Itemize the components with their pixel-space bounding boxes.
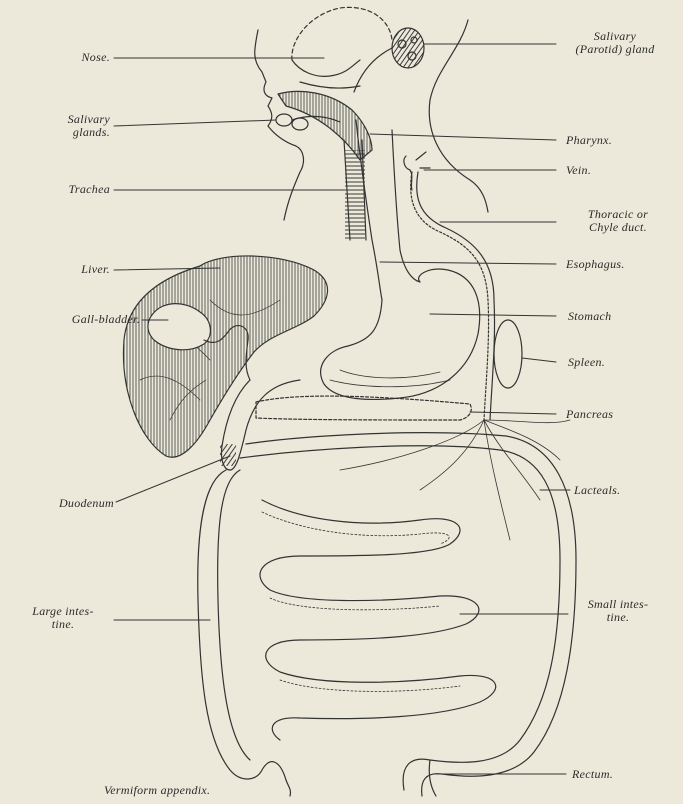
label-salivary-glands-line2: glands.	[30, 126, 110, 139]
small-intestine	[260, 500, 496, 740]
neck-back	[429, 20, 488, 212]
trachea	[344, 140, 366, 240]
label-vein: Vein.	[566, 164, 591, 177]
label-esophagus: Esophagus.	[566, 258, 625, 271]
label-trachea: Trachea	[30, 183, 110, 196]
label-small-intestine-line2: tine.	[566, 611, 670, 624]
label-pancreas: Pancreas	[566, 408, 613, 421]
label-gall-bladder: Gall-bladder.	[4, 313, 140, 326]
label-thoracic-duct: Thoracic or Chyle duct.	[562, 208, 674, 234]
label-salivary-parotid-gland: Salivary (Parotid) gland	[556, 30, 674, 56]
label-rectum: Rectum.	[572, 768, 613, 781]
label-thoracic-duct-line2: Chyle duct.	[562, 221, 674, 234]
label-salivary-glands: Salivary glands.	[30, 113, 110, 139]
nasal-cavity	[292, 7, 392, 60]
label-liver: Liver.	[30, 263, 110, 276]
label-large-intestine-line2: tine.	[18, 618, 108, 631]
spleen	[494, 320, 522, 388]
label-large-intestine: Large intes- tine.	[18, 605, 108, 631]
label-spleen: Spleen.	[568, 356, 605, 369]
label-lacteals: Lacteals.	[574, 484, 620, 497]
label-duodenum: Duodenum	[20, 497, 114, 510]
label-small-intestine: Small intes- tine.	[566, 598, 670, 624]
parotid-gland	[354, 28, 424, 92]
label-pharynx: Pharynx.	[566, 134, 612, 147]
label-nose: Nose.	[40, 51, 110, 64]
rectum	[429, 760, 436, 796]
label-stomach: Stomach	[568, 310, 611, 323]
label-vermiform-appendix: Vermiform appendix.	[104, 784, 210, 797]
vermiform-appendix	[286, 780, 291, 796]
label-salivary-parotid-line2: (Parotid) gland	[556, 43, 674, 56]
stomach	[321, 269, 480, 399]
